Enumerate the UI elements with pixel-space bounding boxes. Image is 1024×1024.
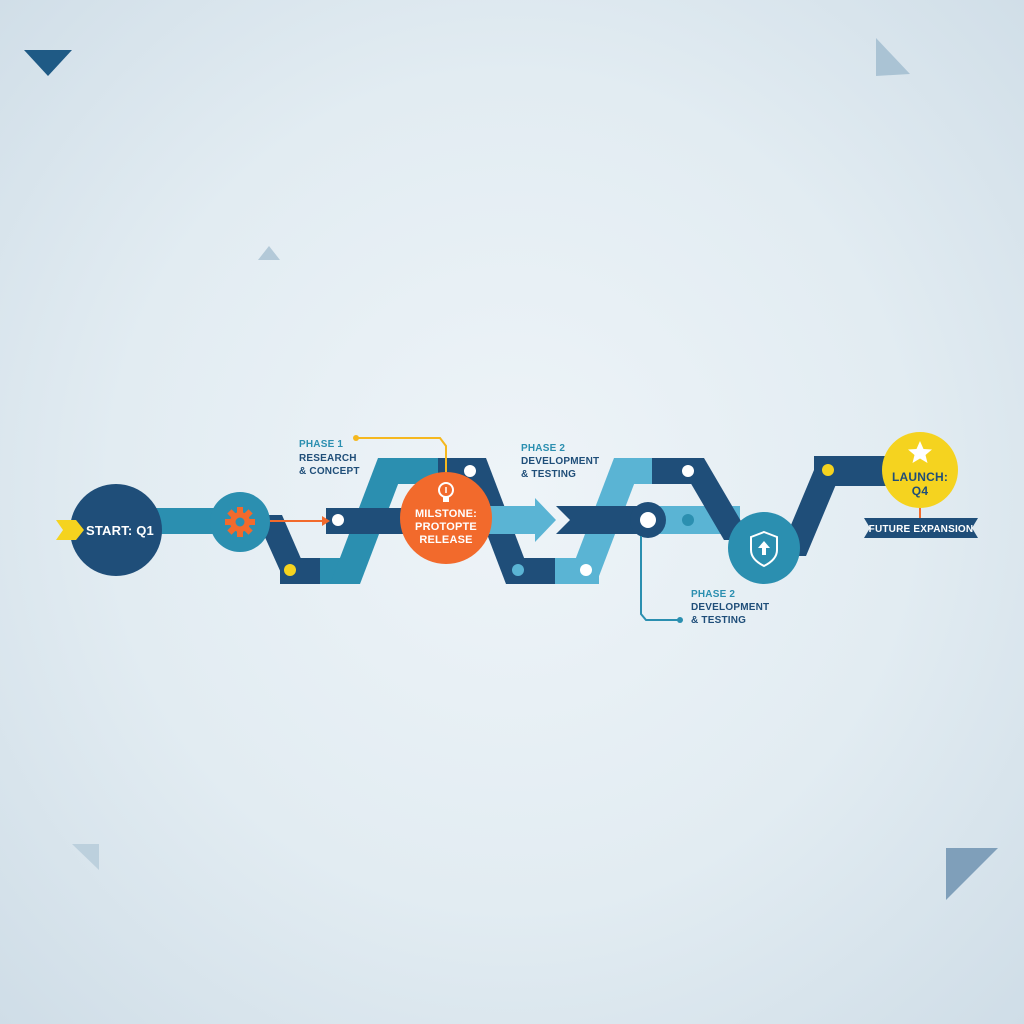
future-label: FUTURE EXPANSION xyxy=(869,524,974,535)
phase2-top-title: PHASE 2 xyxy=(521,443,565,454)
phase2-bottom-line2: & TESTING xyxy=(691,615,746,626)
lightbulb-icon xyxy=(438,482,454,502)
start-label: START: Q1 xyxy=(86,523,154,538)
decor-triangle-bottom-right xyxy=(946,848,998,900)
phase2-bottom-title: PHASE 2 xyxy=(691,589,735,600)
milestone-label-line3: RELEASE xyxy=(419,534,472,546)
node-dot-yellow-1 xyxy=(284,564,296,576)
node-dot-bottom-2 xyxy=(512,564,524,576)
node-dot-mid-1 xyxy=(332,514,344,526)
path-segment-mid-2 xyxy=(556,506,640,534)
node-dot-top-3 xyxy=(682,465,694,477)
start-node xyxy=(70,484,162,576)
phase2-top-line2: & TESTING xyxy=(521,469,576,480)
launch-label-line1: LAUNCH: xyxy=(892,470,948,484)
milestone-node xyxy=(400,472,492,564)
callout-line-phase1 xyxy=(356,437,447,480)
node-dot-bottom-2b xyxy=(580,564,592,576)
phase2-bottom-line1: DEVELOPMENT xyxy=(691,602,769,613)
connector-node-center xyxy=(640,512,656,528)
phase1-title: PHASE 1 xyxy=(299,439,343,450)
star-icon xyxy=(908,441,932,463)
milestone-label-line2: PROTOPTE xyxy=(415,521,477,533)
path-segment-top-3 xyxy=(614,458,654,484)
launch-node xyxy=(882,432,958,508)
path-arrow xyxy=(470,498,556,542)
path-segment-drop-2 xyxy=(676,458,752,540)
phase2-top-line1: DEVELOPMENT xyxy=(521,456,599,467)
decor-triangle-top-right xyxy=(876,38,910,76)
future-banner xyxy=(864,518,978,538)
chevron-arrow-icon xyxy=(56,520,84,540)
phase1-line2: & CONCEPT xyxy=(299,466,360,477)
callout-dot-phase2-bottom xyxy=(677,617,683,623)
node-dot-yellow-2 xyxy=(822,464,834,476)
decor-triangle-top-left xyxy=(24,50,72,76)
node-dot-top-1 xyxy=(464,465,476,477)
callout-dot-phase1 xyxy=(353,435,359,441)
gear-icon xyxy=(225,507,255,537)
decor-triangle-bottom-left xyxy=(72,844,99,870)
callout-line-phase2-bottom xyxy=(640,536,680,621)
gear-connector-arrow xyxy=(322,516,330,526)
node-dot-top-3b xyxy=(682,514,694,526)
decor-triangle-small xyxy=(258,246,280,260)
shield-arrow-icon xyxy=(750,530,778,568)
launch-label-line2: Q4 xyxy=(912,484,929,498)
phase1-line1: RESEARCH xyxy=(299,453,357,464)
milestone-label-line1: MILSTONE: xyxy=(415,508,477,520)
